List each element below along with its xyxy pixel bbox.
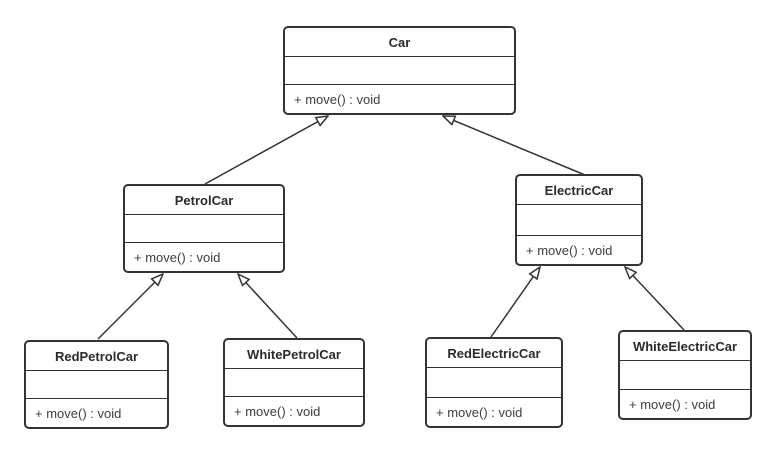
class-name: PetrolCar — [174, 192, 234, 208]
class-box-redpetrolcar: RedPetrolCar + move() : void — [24, 340, 169, 429]
class-attributes-compartment — [225, 368, 363, 396]
class-operations-compartment: + move() : void — [26, 398, 167, 427]
class-operation: + move() : void — [526, 242, 613, 258]
edge-petrolcar-to-car — [204, 116, 328, 185]
class-attributes-compartment — [285, 56, 514, 84]
class-name: RedElectricCar — [447, 345, 541, 361]
class-attributes-compartment — [517, 204, 641, 235]
class-name: RedPetrolCar — [54, 348, 139, 364]
class-box-car: Car + move() : void — [283, 26, 516, 115]
edge-redpetrolcar-to-petrolcar — [97, 274, 163, 340]
class-name: WhitePetrolCar — [247, 346, 341, 362]
edge-whiteelectriccar-to-electriccar — [625, 267, 685, 331]
class-operation: + move() : void — [234, 403, 321, 419]
edge-electriccar-to-car — [443, 116, 586, 176]
class-box-electriccar: ElectricCar + move() : void — [515, 174, 643, 266]
class-box-whiteelectriccar: WhiteElectricCar + move() : void — [618, 330, 752, 420]
class-operations-compartment: + move() : void — [125, 242, 283, 271]
class-operations-compartment: + move() : void — [225, 396, 363, 425]
class-operation: + move() : void — [629, 396, 716, 412]
class-operations-compartment: + move() : void — [427, 397, 561, 426]
edge-redelectriccar-to-electriccar — [490, 267, 540, 338]
class-name: ElectricCar — [544, 182, 614, 198]
class-attributes-compartment — [26, 370, 167, 398]
class-operations-compartment: + move() : void — [285, 84, 514, 113]
class-attributes-compartment — [125, 214, 283, 242]
class-box-petrolcar: PetrolCar + move() : void — [123, 184, 285, 273]
class-operation: + move() : void — [35, 405, 122, 421]
class-operation: + move() : void — [436, 404, 523, 420]
class-box-whitepetrolcar: WhitePetrolCar + move() : void — [223, 338, 365, 427]
class-attributes-compartment — [427, 367, 561, 397]
class-name: Car — [388, 34, 411, 50]
class-attributes-compartment — [620, 360, 750, 389]
class-operation: + move() : void — [134, 249, 221, 265]
class-operation: + move() : void — [294, 91, 381, 107]
edge-whitepetrolcar-to-petrolcar — [238, 274, 298, 339]
class-name: WhiteElectricCar — [632, 338, 738, 354]
class-box-redelectriccar: RedElectricCar + move() : void — [425, 337, 563, 428]
class-operations-compartment: + move() : void — [517, 235, 641, 264]
class-operations-compartment: + move() : void — [620, 389, 750, 418]
